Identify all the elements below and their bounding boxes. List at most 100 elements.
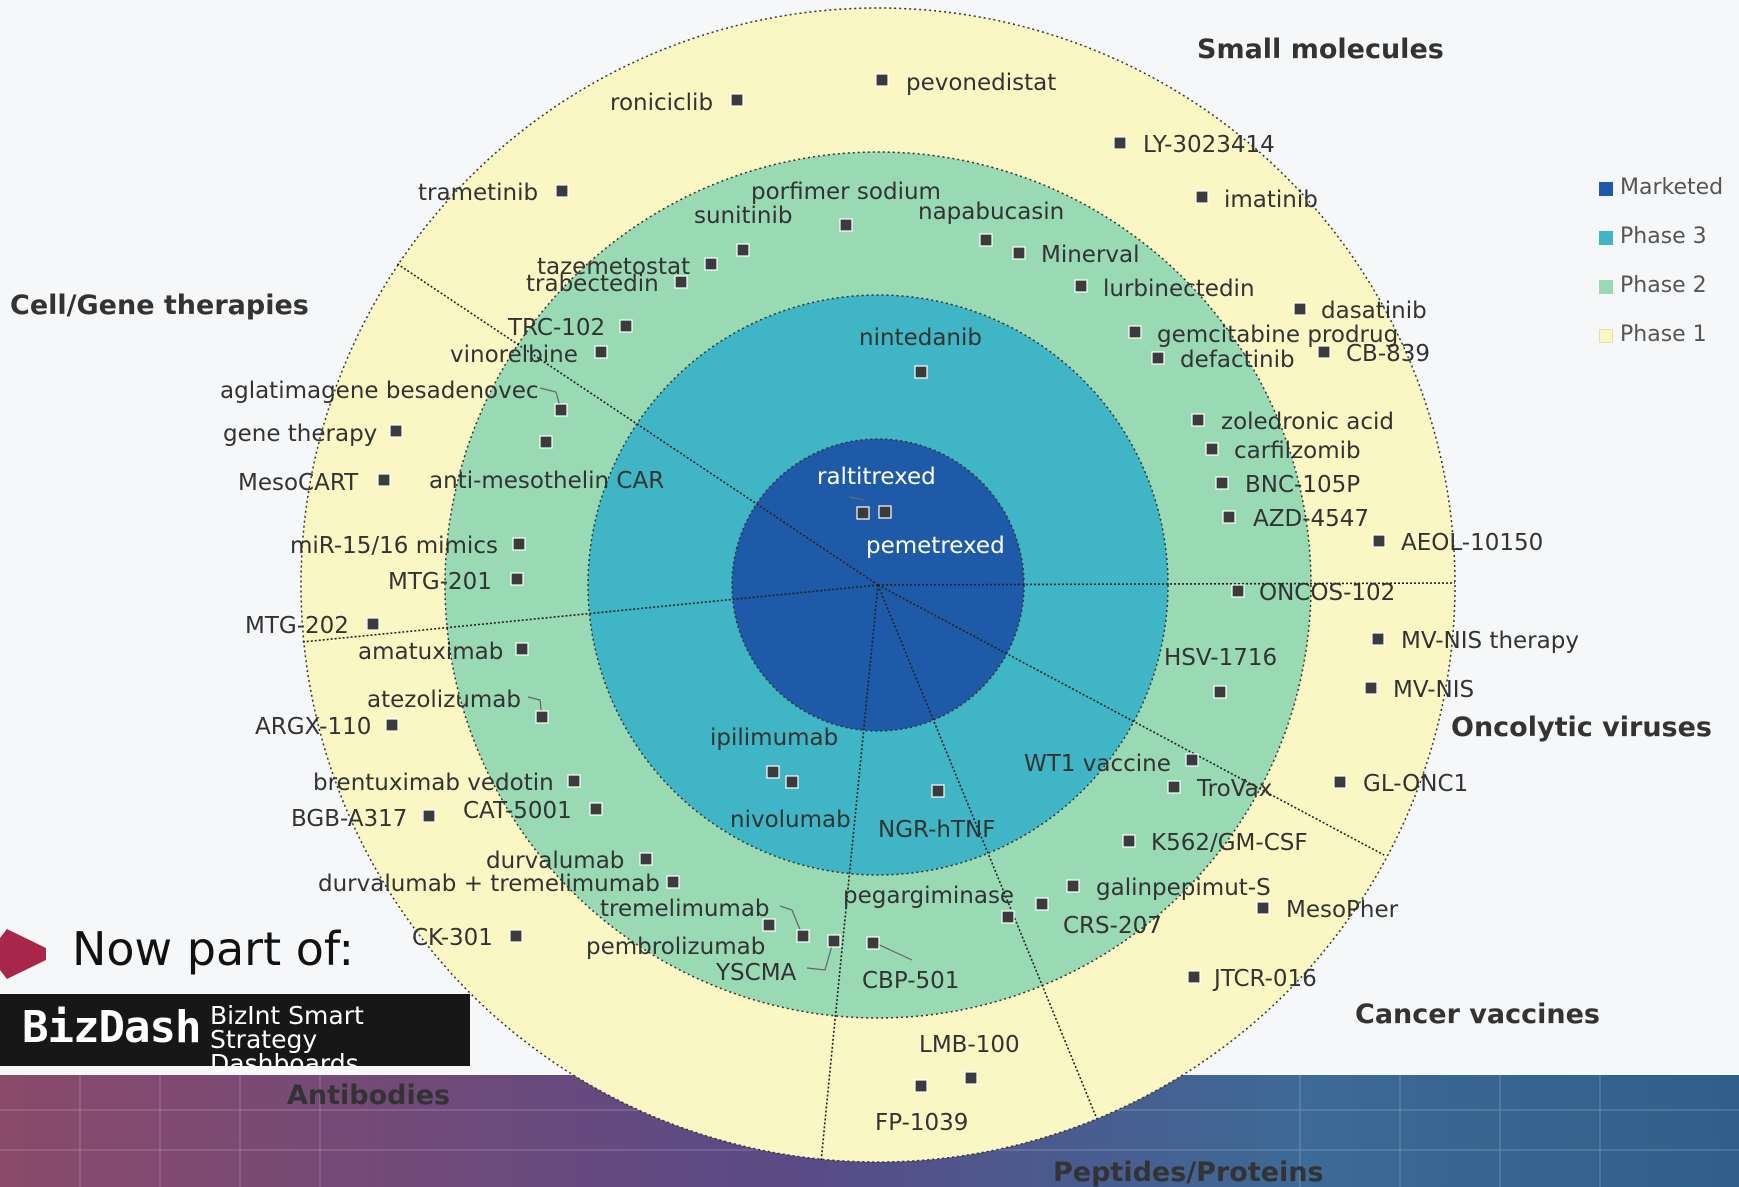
drug-label: YSCMA (715, 960, 797, 986)
marker-carfilzomib (1205, 442, 1219, 456)
drug-label: AZD-4547 (1253, 506, 1369, 532)
drug-label: imatinib (1224, 187, 1318, 213)
drug-label: AEOL-10150 (1401, 530, 1543, 556)
logo-tagline: BizInt Smart Strategy Dashboards (210, 1001, 364, 1078)
drug-label: CBP-501 (862, 968, 959, 994)
drug-label: lurbinectedin (1103, 276, 1255, 302)
marker-zoledronic-acid (1191, 413, 1205, 427)
marker-mir-15-16-mimics (512, 537, 526, 551)
marker-bgb-a317 (422, 809, 436, 823)
marker-ngr-htnf (931, 784, 945, 798)
drug-label: durvalumab (486, 848, 624, 874)
marker-lmb-100 (964, 1071, 978, 1085)
marker-nivolumab (785, 775, 799, 789)
marker-amatuximab (515, 642, 529, 656)
drug-label: ipilimumab (710, 725, 838, 751)
drug-label: LMB-100 (919, 1032, 1020, 1058)
drug-label: aglatimagene besadenovec (220, 378, 539, 404)
now-part-of-text: Now part of: (72, 922, 354, 976)
marker-pembrolizumab (796, 929, 810, 943)
legend-label: Phase 3 (1620, 224, 1707, 249)
marker-aeol-10150 (1372, 534, 1386, 548)
drug-label: TRC-102 (507, 315, 605, 341)
marker-mtg-202 (366, 617, 380, 631)
marker-durvalumab (639, 852, 653, 866)
marker-porfimer-sodium (839, 218, 853, 232)
drug-label: ONCOS-102 (1259, 580, 1395, 606)
legend-swatch (1599, 231, 1613, 245)
legend-item-phase1: Phase 1 (1599, 322, 1739, 371)
marker-mv-nis-therapy (1371, 632, 1385, 646)
drug-label: CK-301 (412, 925, 493, 951)
drug-label: zoledronic acid (1221, 409, 1394, 435)
marker-mv-nis (1364, 681, 1378, 695)
marker-gl-onc1 (1333, 775, 1347, 789)
drug-label: pembrolizumab (586, 934, 765, 960)
marker-imatinib (1195, 190, 1209, 204)
marker-vinorelbine (594, 345, 608, 359)
marker-nintedanib (914, 365, 928, 379)
marker-napabucasin (979, 233, 993, 247)
marker-azd-4547 (1222, 510, 1236, 524)
drug-label: pemetrexed (866, 533, 1005, 559)
marker-hsv-1716 (1213, 685, 1227, 699)
drug-label: CB-839 (1346, 341, 1430, 367)
drug-label: raltitrexed (817, 464, 936, 490)
drug-label: gemcitabine prodrug (1157, 322, 1398, 348)
marker-cat-5001 (589, 802, 603, 816)
bizdash-logo[interactable]: BizDash BizInt Smart Strategy Dashboards (0, 994, 470, 1076)
drug-label: CRS-207 (1063, 913, 1162, 939)
marker-trc-102 (619, 319, 633, 333)
legend-swatch (1599, 182, 1613, 196)
legend-label: Marketed (1620, 175, 1724, 200)
labels-phase3: nintedanib ipilimumab nivolumab NGR-hTNF (710, 325, 995, 843)
labels-marketed: raltitrexed pemetrexed (817, 464, 1005, 559)
marker-ck-301 (509, 929, 523, 943)
marker-pegargiminase (1001, 910, 1015, 924)
marker-pemetrexed (878, 505, 892, 519)
drug-label: nintedanib (859, 325, 982, 351)
marker-durvalumab-tremelimumab (666, 875, 680, 889)
legend-item-phase3: Phase 3 (1599, 224, 1739, 273)
marker-brentuximab-vedotin (567, 774, 581, 788)
marker-anti-mesothelin-car (539, 435, 553, 449)
legend-item-phase2: Phase 2 (1599, 273, 1739, 322)
category-oncolytic-viruses: Oncolytic viruses (1451, 712, 1712, 743)
legend-label: Phase 1 (1620, 322, 1707, 347)
drug-label: pegargiminase (843, 883, 1014, 909)
marker-trametinib (555, 184, 569, 198)
labels-phase2: porfimer sodium sunitinib napabucasin Mi… (220, 179, 1398, 994)
drug-label: trametinib (418, 180, 538, 206)
drug-label: GL-ONC1 (1363, 771, 1468, 797)
marker-lurbinectedin (1074, 279, 1088, 293)
marker-jtcr-016 (1187, 970, 1201, 984)
drug-label: Minerval (1041, 242, 1140, 268)
drug-label: ARGX-110 (255, 714, 371, 740)
drug-label: durvalumab + tremelimumab (318, 871, 660, 897)
marker-aglatimagene-besadenovec (554, 403, 568, 417)
marker-crs-207 (1035, 897, 1049, 911)
legend-item-marketed: Marketed (1599, 175, 1739, 224)
drug-label: MTG-201 (388, 569, 492, 595)
drug-markers (366, 73, 1386, 1093)
drug-label: LY-3023414 (1143, 132, 1275, 158)
marker-atezolizumab (535, 710, 549, 724)
labels-phase1: pevonedistat roniciclib LY-3023414 trame… (223, 70, 1579, 1136)
drug-label: MV-NIS (1393, 677, 1474, 703)
legend-swatch (1599, 280, 1613, 294)
marker-k562-gm-csf (1122, 834, 1136, 848)
marker-defactinib (1151, 351, 1165, 365)
marker-galinpepimut-s (1066, 879, 1080, 893)
drug-label: MesoPher (1286, 897, 1399, 923)
drug-label: WT1 vaccine (1024, 751, 1171, 777)
marker-sunitinib (736, 243, 750, 257)
drug-label: JTCR-016 (1212, 966, 1317, 992)
marker-gemcitabine-prodrug (1128, 325, 1142, 339)
hexagon-bullet-icon (0, 929, 46, 979)
drug-label: brentuximab vedotin (313, 770, 554, 796)
drug-label: tremelimumab (600, 896, 770, 922)
drug-label: roniciclib (610, 90, 713, 116)
drug-label: amatuximab (358, 639, 503, 665)
marker-mesocart (377, 473, 391, 487)
